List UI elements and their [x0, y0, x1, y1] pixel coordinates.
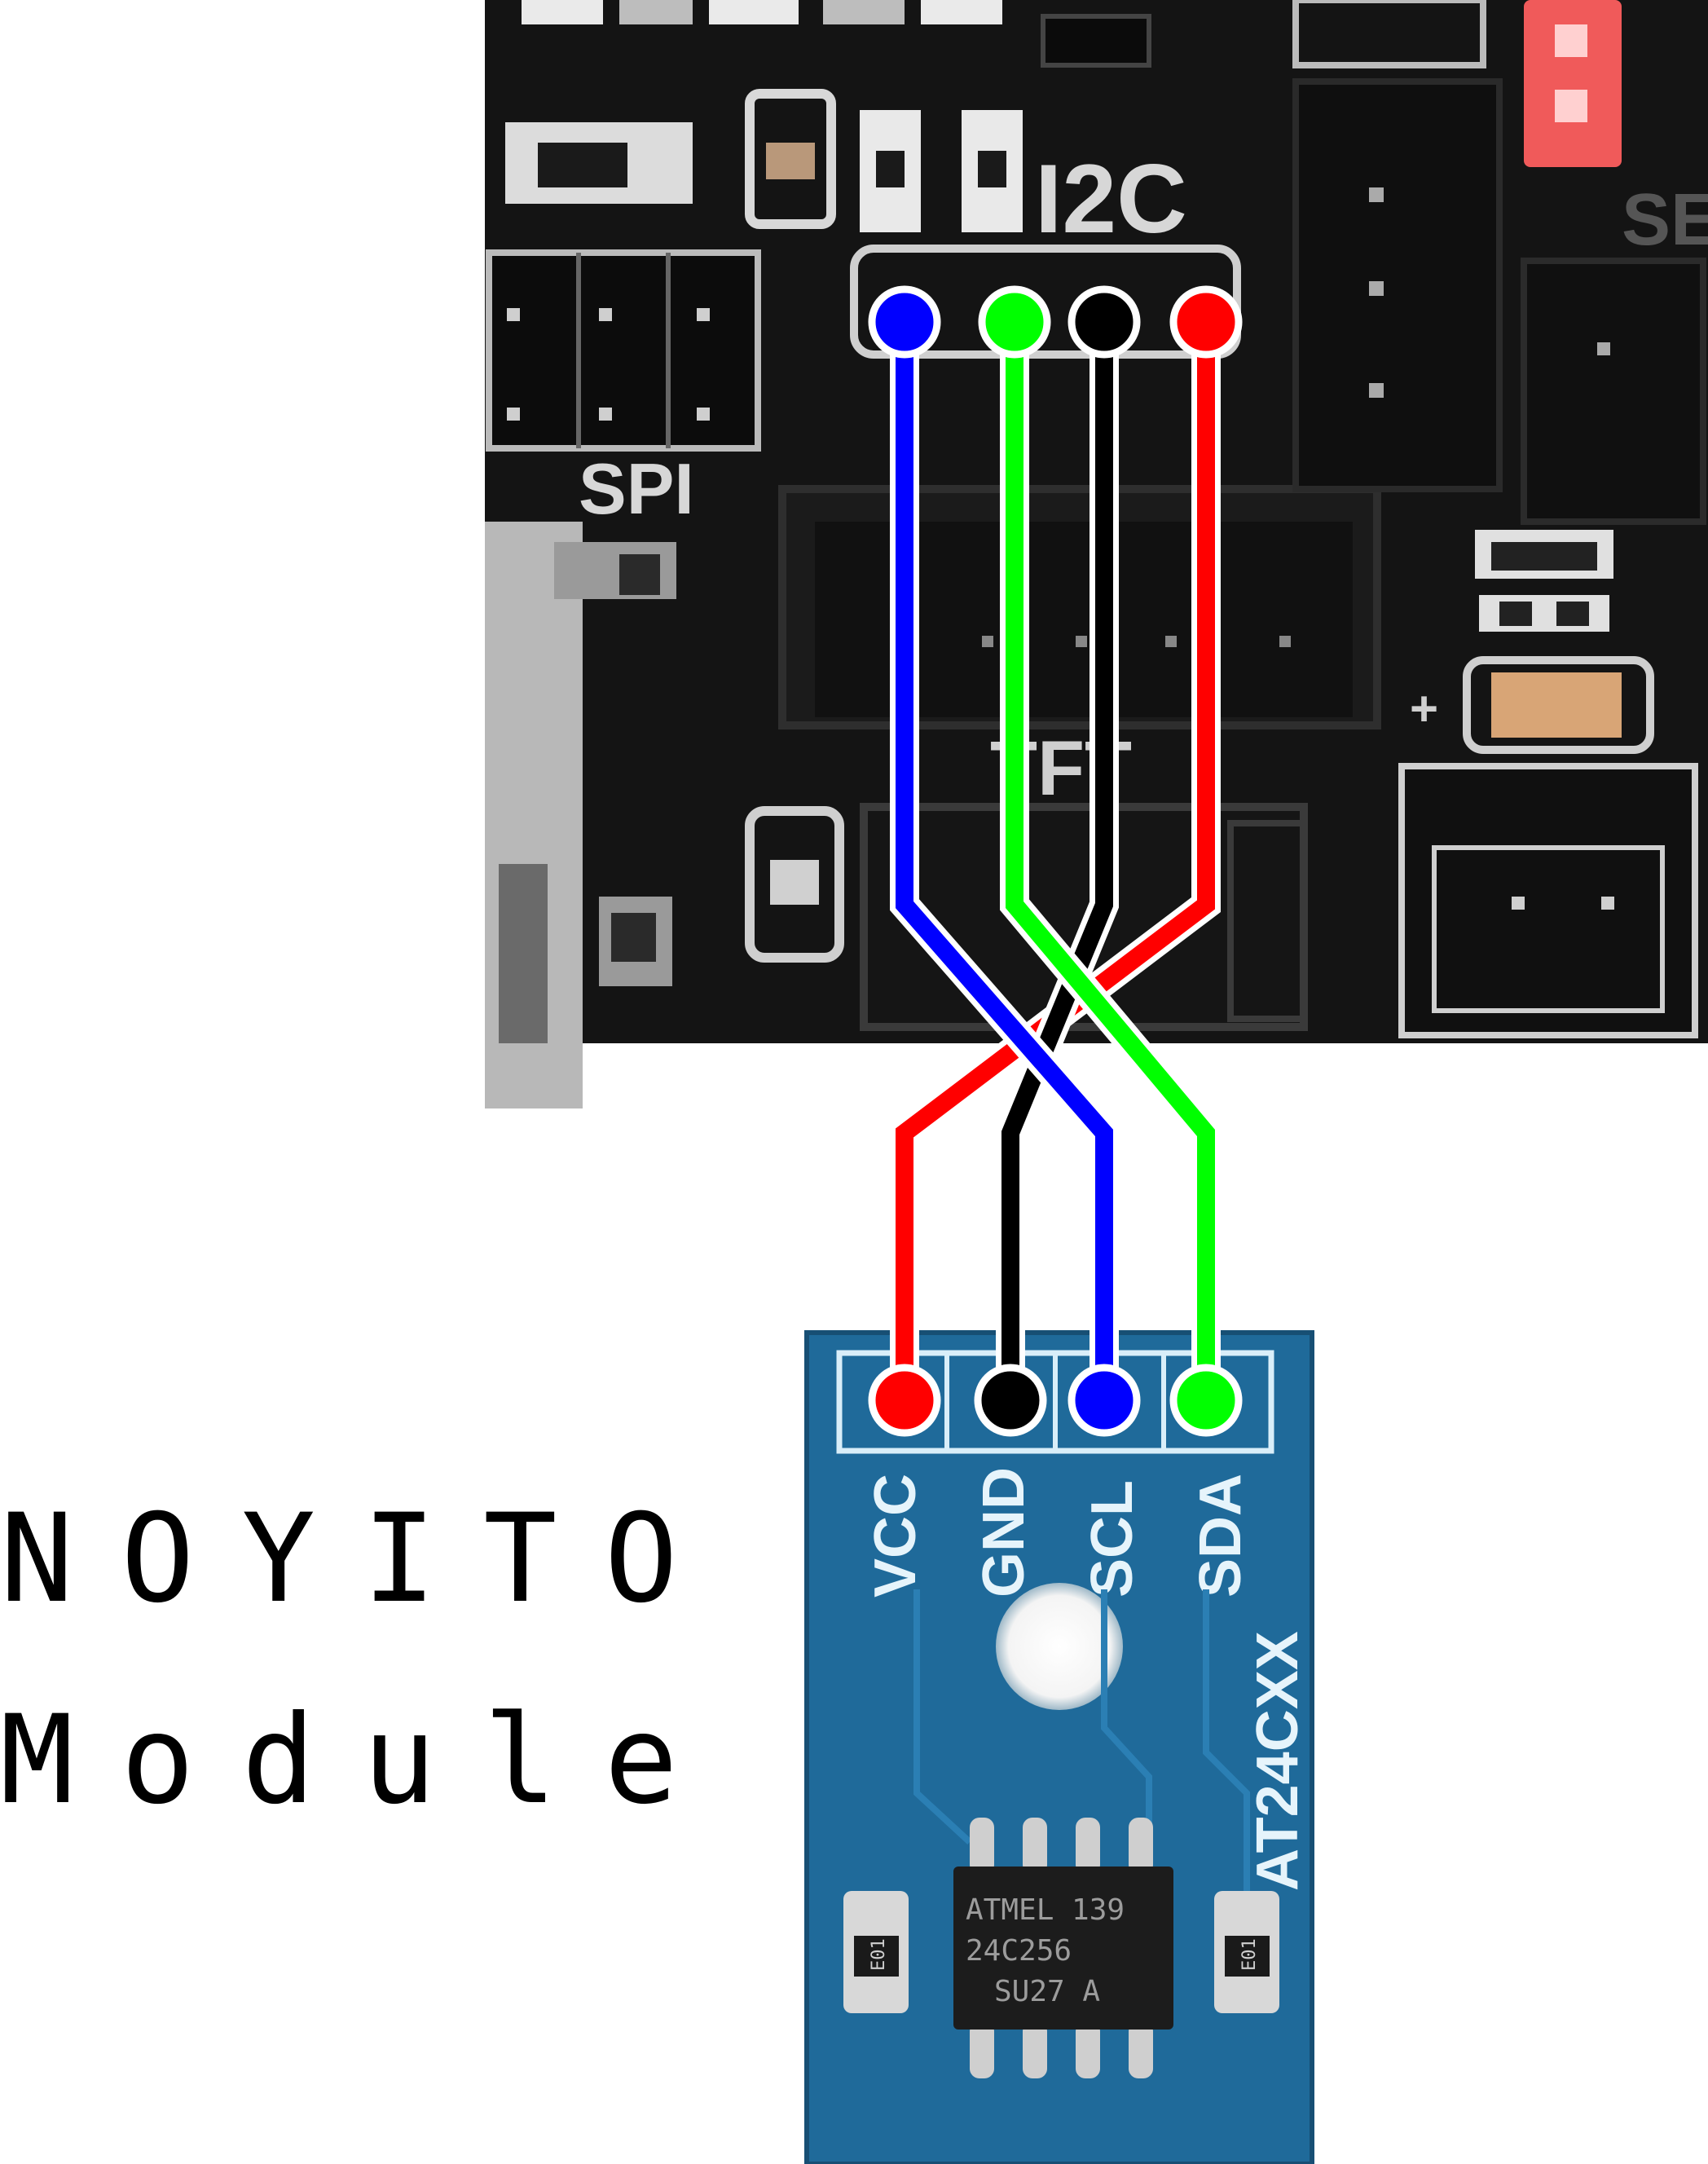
wire-scl	[896, 322, 1113, 1400]
jumper-wires	[868, 285, 1243, 1437]
wire-end-top-sda	[978, 285, 1051, 359]
wire-sda	[1006, 322, 1215, 1400]
wire-end-top-vcc	[1169, 285, 1243, 359]
svg-text:E01: E01	[869, 1938, 889, 1971]
red-jumper	[1524, 0, 1622, 167]
chip-line-3: SU27 A	[994, 1975, 1100, 2008]
spi-label: SPI	[579, 448, 694, 529]
wire-end-bottom-sda	[1169, 1364, 1243, 1437]
pin-label-vcc: VCC	[863, 1474, 928, 1598]
mounting-hole	[996, 1583, 1123, 1710]
eeprom-module: VCC GND SCL SDA AT24CXX ATMEL 139 24C256…	[804, 1330, 1314, 2164]
i2c-label: I2C	[1035, 144, 1187, 253]
pin-label-sda: SDA	[1188, 1474, 1253, 1598]
edge-label: SER	[1622, 179, 1708, 261]
wire-end-bottom-gnd	[974, 1364, 1047, 1437]
caption-line-2: Module	[0, 1690, 725, 1831]
caption-line-1: NOYITO	[0, 1488, 725, 1630]
wire-end-bottom-vcc	[868, 1364, 941, 1437]
chip-line-2: 24C256	[966, 1934, 1072, 1968]
wire-end-top-gnd	[1068, 285, 1141, 359]
plus-label: +	[1410, 681, 1438, 736]
model-label: AT24CXX	[1245, 1631, 1310, 1891]
resistor-right: E01	[1214, 1891, 1279, 2013]
wire-end-top-scl	[868, 285, 941, 359]
wire-end-bottom-scl	[1068, 1364, 1141, 1437]
wire-gnd	[1001, 322, 1113, 1400]
chip-line-1: ATMEL 139	[966, 1893, 1125, 1927]
pin-label-scl: SCL	[1080, 1480, 1145, 1598]
svg-text:E01: E01	[1239, 1938, 1260, 1971]
eeprom-chip	[953, 1867, 1173, 2030]
resistor-left: E01	[843, 1891, 909, 2013]
pin-label-gnd: GND	[971, 1467, 1037, 1598]
spi-header	[486, 249, 761, 452]
